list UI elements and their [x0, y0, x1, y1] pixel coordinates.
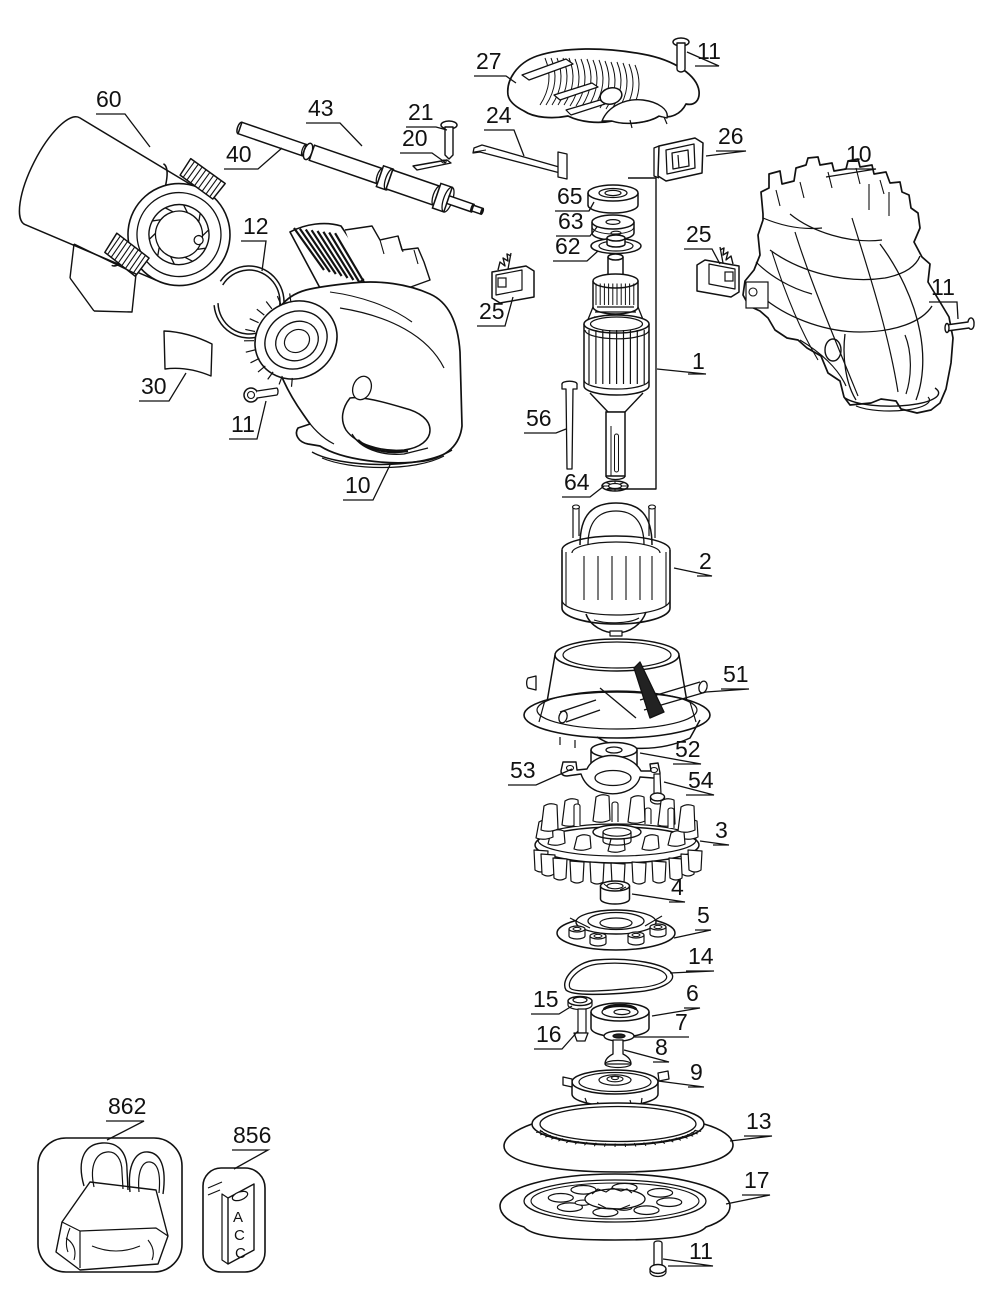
svg-text:43: 43	[308, 95, 334, 121]
svg-text:27: 27	[476, 48, 502, 74]
svg-text:30: 30	[141, 373, 167, 399]
svg-text:8: 8	[655, 1034, 668, 1060]
svg-text:25: 25	[686, 221, 712, 247]
svg-text:C: C	[234, 1227, 245, 1244]
svg-text:56: 56	[526, 405, 552, 431]
svg-text:65: 65	[557, 183, 583, 209]
svg-text:17: 17	[744, 1167, 770, 1193]
svg-text:5: 5	[697, 902, 710, 928]
svg-text:62: 62	[555, 233, 581, 259]
svg-text:C: C	[235, 1245, 246, 1262]
svg-text:16: 16	[536, 1021, 562, 1047]
svg-text:6: 6	[686, 980, 699, 1006]
svg-text:2: 2	[699, 548, 712, 574]
svg-text:12: 12	[243, 213, 269, 239]
svg-text:14: 14	[688, 943, 714, 969]
svg-text:10: 10	[345, 472, 371, 498]
svg-text:4: 4	[671, 874, 684, 900]
svg-text:13: 13	[746, 1108, 772, 1134]
svg-text:11: 11	[231, 411, 255, 437]
svg-text:25: 25	[479, 298, 505, 324]
svg-text:24: 24	[486, 102, 512, 128]
svg-text:53: 53	[510, 757, 536, 783]
svg-text:11: 11	[931, 274, 955, 300]
svg-text:20: 20	[402, 125, 428, 151]
svg-text:60: 60	[96, 86, 122, 112]
svg-text:63: 63	[558, 208, 584, 234]
svg-text:856: 856	[233, 1122, 271, 1148]
svg-text:64: 64	[564, 469, 590, 495]
svg-text:3: 3	[715, 817, 728, 843]
svg-text:A: A	[233, 1209, 243, 1226]
svg-text:11: 11	[697, 38, 721, 64]
svg-text:7: 7	[675, 1009, 688, 1035]
svg-text:26: 26	[718, 123, 744, 149]
svg-text:51: 51	[723, 661, 749, 687]
svg-text:21: 21	[408, 99, 434, 125]
svg-text:15: 15	[533, 986, 559, 1012]
svg-text:1: 1	[692, 348, 705, 374]
svg-text:11: 11	[689, 1238, 713, 1264]
svg-text:9: 9	[690, 1059, 703, 1085]
svg-text:52: 52	[675, 736, 701, 762]
svg-text:862: 862	[108, 1093, 146, 1119]
svg-text:10: 10	[846, 141, 872, 167]
svg-text:40: 40	[226, 141, 252, 167]
svg-text:54: 54	[688, 767, 714, 793]
